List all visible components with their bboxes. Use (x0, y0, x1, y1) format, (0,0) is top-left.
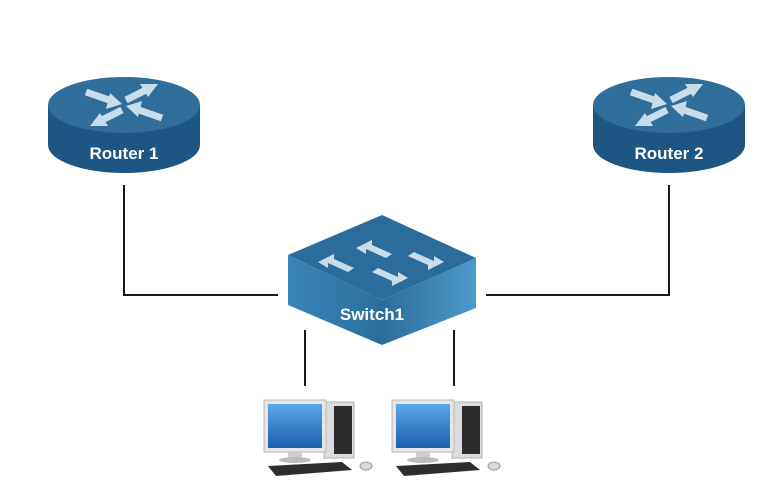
link-router2-switch1 (486, 185, 670, 296)
keyboard-icon (396, 462, 480, 476)
pc-screen (396, 404, 450, 448)
links (123, 185, 670, 386)
mouse-icon (487, 461, 501, 471)
pc-2[interactable] (391, 399, 501, 476)
router-arrows-icon (629, 84, 709, 126)
switch-arrows-icon (318, 240, 444, 286)
link-router1-switch1 (123, 185, 278, 296)
switch-1[interactable]: Switch1 (288, 215, 476, 345)
router-top (48, 77, 200, 133)
mouse-icon (359, 461, 373, 471)
router-1[interactable]: Router 1 (48, 77, 200, 173)
pc-stand-base (279, 457, 311, 463)
pc-stand (416, 452, 430, 458)
switch-1-label: Switch1 (340, 305, 404, 324)
pc-1[interactable] (263, 399, 373, 476)
switch-left-face (288, 255, 382, 345)
router-2[interactable]: Router 2 (593, 77, 745, 173)
switch-right-face (382, 258, 476, 345)
router-arrows-icon (84, 84, 164, 126)
pc-screen (268, 404, 322, 448)
pc-tower-front (462, 406, 480, 454)
router-1-label: Router 1 (90, 144, 159, 163)
pc-stand-base (407, 457, 439, 463)
router-2-label: Router 2 (635, 144, 704, 163)
pc-tower-front (334, 406, 352, 454)
pc-stand (288, 452, 302, 458)
switch-top (288, 215, 476, 300)
router-top (593, 77, 745, 133)
keyboard-icon (268, 462, 352, 476)
